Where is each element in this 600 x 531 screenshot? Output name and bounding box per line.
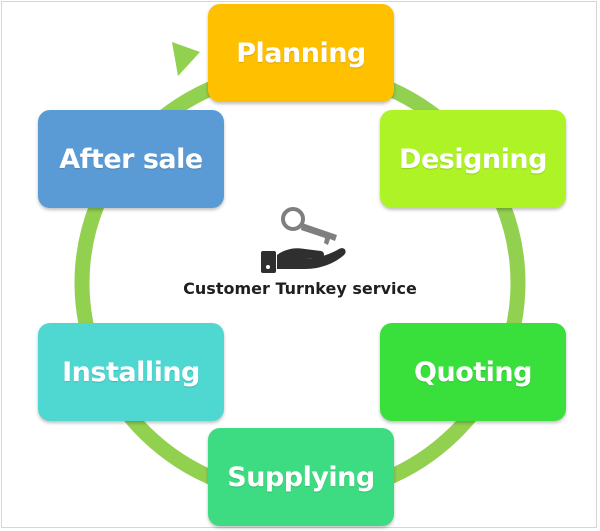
step-installing-label: Installing <box>62 356 200 388</box>
center-label: Customer Turnkey service <box>183 279 417 298</box>
step-quoting: Quoting <box>380 323 566 421</box>
step-after-sale-label: After sale <box>59 143 203 175</box>
cycle-arrowhead-icon <box>172 42 200 76</box>
step-installing: Installing <box>38 323 224 421</box>
step-designing-label: Designing <box>399 143 547 175</box>
step-supplying: Supplying <box>208 428 394 526</box>
step-supplying-label: Supplying <box>227 461 375 493</box>
step-planning-label: Planning <box>236 37 366 69</box>
step-planning: Planning <box>208 4 394 102</box>
step-after-sale: After sale <box>38 110 224 208</box>
key-in-hand-icon <box>261 207 346 273</box>
step-designing: Designing <box>380 110 566 208</box>
step-quoting-label: Quoting <box>414 356 532 388</box>
